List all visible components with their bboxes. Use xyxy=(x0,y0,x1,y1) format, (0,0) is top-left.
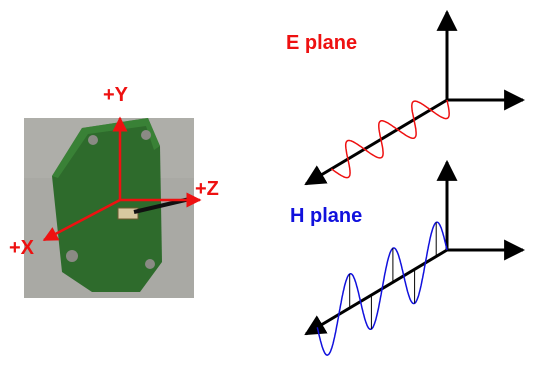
mounting-hole xyxy=(66,250,78,262)
e-plane-title: E plane xyxy=(286,32,358,54)
axis-y-label: +Y xyxy=(103,84,129,106)
antenna-axes xyxy=(42,116,202,242)
mounting-hole xyxy=(145,259,155,269)
mounting-hole xyxy=(141,130,151,140)
h-plane-diagram xyxy=(304,159,526,356)
e-plane-diagram xyxy=(304,9,526,186)
axis-x-arrow xyxy=(42,198,121,242)
h-plane-title: H plane xyxy=(290,205,363,227)
axis-x-label: +X xyxy=(9,237,35,259)
h-field-vectors xyxy=(349,222,437,330)
h-field-wave xyxy=(316,221,448,356)
antenna-chip xyxy=(117,207,139,220)
antenna-photo xyxy=(24,118,195,298)
mounting-hole xyxy=(88,135,98,145)
axis-z-label: +Z xyxy=(195,178,219,200)
pcb-board xyxy=(52,118,162,292)
e-field-wave xyxy=(330,99,450,179)
e-propagation-axis xyxy=(304,98,448,186)
h-propagation-axis xyxy=(304,248,448,336)
